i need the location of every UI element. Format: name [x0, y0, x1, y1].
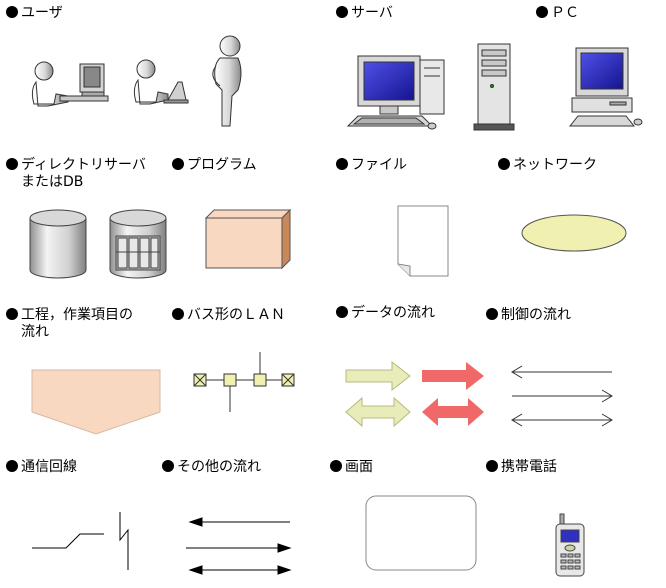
bullet-icon [6, 158, 18, 170]
label-pc-text: ＰＣ [551, 5, 579, 21]
label-pc: ＰＣ [536, 5, 579, 22]
label-file-text: ファイル [351, 157, 407, 173]
bullet-icon [336, 158, 348, 170]
label-process-flow: 工程，作業項目の流れ [6, 307, 133, 341]
label-screen-text: 画面 [345, 459, 373, 475]
label-mobile-text: 携帯電話 [501, 459, 557, 475]
label-file: ファイル [336, 157, 407, 174]
label-bus-lan: バス形のＬＡＮ [172, 307, 285, 324]
label-network: ネットワーク [498, 157, 597, 174]
label-server: サーバ [336, 5, 393, 22]
bullet-icon [536, 6, 548, 18]
control-flow-arrow-icon [511, 365, 613, 427]
bullet-icon [172, 158, 184, 170]
bullet-icon [336, 6, 348, 18]
user-at-desk-icon [31, 61, 109, 107]
mobile-phone-icon [555, 513, 585, 577]
label-server-text: サーバ [351, 5, 393, 21]
bullet-icon [6, 6, 18, 18]
user-standing-icon [212, 35, 242, 127]
label-other-flow-text: その他の流れ [177, 459, 261, 475]
bus-lan-icon [193, 352, 295, 412]
bullet-icon [486, 308, 498, 320]
bullet-icon [486, 460, 498, 472]
data-flow-strong-arrow-icon [422, 362, 484, 426]
server-monitor-icon [346, 55, 445, 130]
bullet-icon [172, 308, 184, 320]
database-cylinder-icon [29, 209, 87, 279]
bullet-icon [6, 308, 18, 320]
program-box-icon [204, 208, 292, 270]
comm-line-icon [32, 512, 129, 570]
label-process-flow-text2: 流れ [21, 324, 49, 340]
label-process-flow-text: 工程，作業項目の [21, 307, 133, 323]
label-other-flow: その他の流れ [162, 459, 261, 476]
process-flow-shape [31, 369, 161, 435]
label-control-flow-text: 制御の流れ [501, 307, 571, 323]
label-directory-server-text2: またはDB [21, 174, 84, 190]
bullet-icon [498, 158, 510, 170]
bullet-icon [162, 460, 174, 472]
network-ellipse-icon [521, 214, 627, 252]
bullet-icon [6, 460, 18, 472]
label-comm-line-text: 通信回線 [21, 459, 77, 475]
label-program: プログラム [172, 157, 257, 174]
pc-icon [568, 47, 643, 127]
bullet-icon [336, 306, 348, 318]
label-control-flow: 制御の流れ [486, 307, 571, 324]
label-program-text: プログラム [187, 157, 257, 173]
screen-frame-icon [365, 495, 477, 571]
label-comm-line: 通信回線 [6, 459, 77, 476]
data-flow-arrow-icon [345, 360, 411, 428]
label-user: ユーザ [6, 5, 63, 22]
label-mobile: 携帯電話 [486, 459, 557, 476]
label-data-flow-text: データの流れ [351, 305, 435, 321]
label-directory-server-text: ディレクトリサーバ [21, 157, 146, 173]
directory-server-cylinder-icon [109, 209, 167, 279]
label-network-text: ネットワーク [513, 157, 597, 173]
label-user-text: ユーザ [21, 5, 63, 21]
other-flow-arrow-icon [186, 517, 292, 575]
label-bus-lan-text: バス形のＬＡＮ [187, 307, 285, 323]
label-screen: 画面 [330, 459, 373, 476]
file-page-icon [397, 205, 449, 277]
server-tower-icon [473, 43, 515, 131]
label-directory-server: ディレクトリサーバまたはDB [6, 157, 146, 191]
bullet-icon [330, 460, 342, 472]
label-data-flow: データの流れ [336, 305, 435, 322]
user-at-laptop-icon [133, 59, 189, 105]
